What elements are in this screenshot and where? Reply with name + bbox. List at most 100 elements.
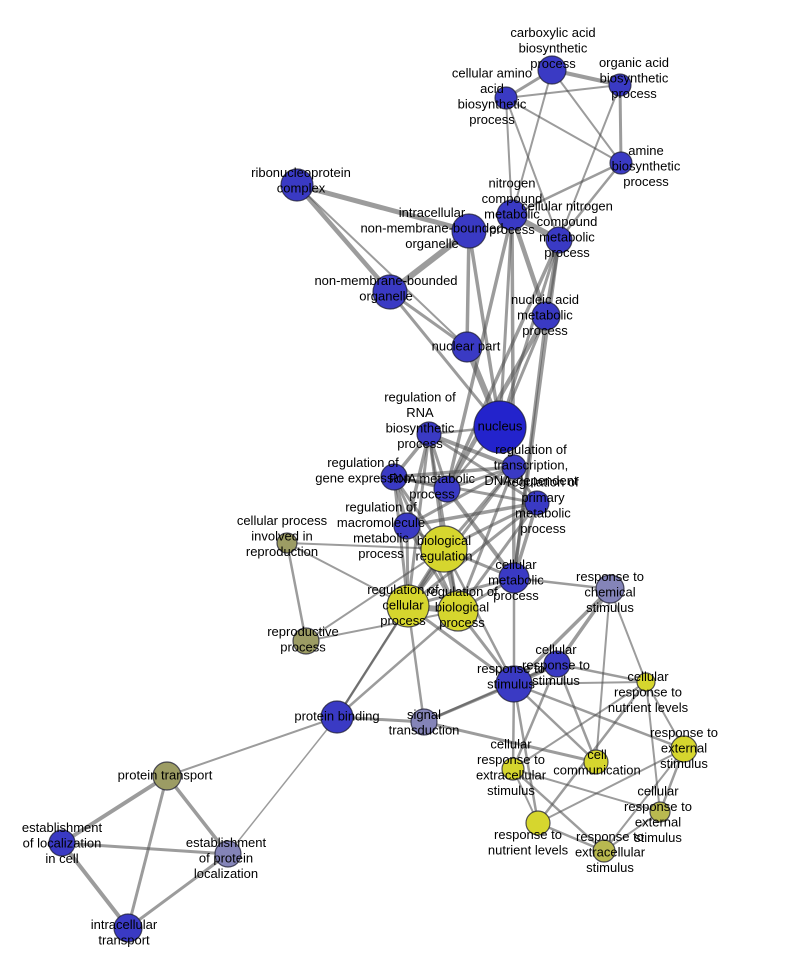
node-reproductive_process[interactable] [292, 627, 320, 655]
edge-carboxylic_acid_biosynthetic--nitrogen_compound_metabolic[interactable] [511, 69, 553, 216]
edge-resp_external--resp_nutrient[interactable] [537, 748, 685, 824]
edge-amine_biosynthetic--cellular_nitrogen_compound_metabolic[interactable] [557, 161, 623, 242]
node-nuclear_part[interactable] [451, 331, 483, 363]
edge-cellular_resp_extracellular--resp_extracellular[interactable] [511, 767, 606, 853]
node-reg_primary_metabolic[interactable] [524, 490, 550, 516]
edge-nucleic_acid_metabolic--cellular_metabolic[interactable] [512, 314, 548, 580]
edge-reg_macromolecule_metabolic--reg_primary_metabolic[interactable] [405, 501, 539, 528]
edge-protein_binding--reg_biological_process[interactable] [335, 609, 460, 719]
node-nmb_organelle[interactable] [372, 274, 408, 310]
node-cell_process_reproduction[interactable] [276, 532, 298, 554]
node-protein_binding[interactable] [320, 700, 354, 734]
edge-protein_transport--intracellular_transport[interactable] [126, 774, 169, 930]
node-reg_biological_process[interactable] [437, 590, 479, 632]
edge-intracellular_nmb_organelle--nuclear_part[interactable] [465, 229, 471, 349]
edge-cell_process_reproduction--reg_cellular_process[interactable] [286, 542, 409, 607]
node-resp_chemical[interactable] [595, 574, 625, 604]
edge-nmb_organelle--nucleus[interactable] [388, 290, 502, 429]
edge-resp_stimulus--cell_communication[interactable] [512, 682, 598, 764]
edge-cellular_amino_acid_biosynthetic--cellular_nitrogen_compound_metabolic[interactable] [505, 97, 560, 241]
node-reg_rna_biosynthetic[interactable] [416, 421, 442, 447]
node-reg_transcription_dna[interactable] [501, 454, 527, 480]
node-cellular_amino_acid_biosynthetic[interactable] [494, 86, 518, 110]
node-resp_stimulus[interactable] [495, 665, 533, 703]
edge-protein_transport--est_localization_in_cell[interactable] [60, 774, 169, 845]
edge-reproductive_process--reg_biological_process[interactable] [305, 610, 459, 642]
node-ribonucleoprotein_complex[interactable] [280, 168, 314, 202]
edge-reg_transcription_dna--reg_macromolecule_metabolic[interactable] [405, 465, 516, 528]
edge-resp_chemical--cellular_resp_nutrient[interactable] [609, 588, 647, 683]
edge-organic_acid_biosynthetic--cellular_nitrogen_compound_metabolic[interactable] [558, 84, 621, 241]
edge-cellular_amino_acid_biosynthetic--nitrogen_compound_metabolic[interactable] [505, 97, 513, 216]
node-reg_macromolecule_metabolic[interactable] [393, 512, 421, 540]
edge-organic_acid_biosynthetic--amine_biosynthetic[interactable] [618, 83, 623, 165]
node-cellular_resp_stimulus[interactable] [543, 650, 571, 678]
edge-cellular_resp_stimulus--resp_chemical[interactable] [555, 587, 612, 666]
edge-resp_external--resp_extracellular[interactable] [603, 748, 685, 852]
edge-cellular_resp_stimulus--cellular_resp_nutrient[interactable] [555, 662, 648, 684]
edge-carboxylic_acid_biosynthetic--amine_biosynthetic[interactable] [551, 69, 622, 164]
edge-resp_stimulus--cellular_resp_nutrient[interactable] [513, 681, 647, 685]
node-biological_regulation[interactable] [420, 525, 468, 573]
node-organic_acid_biosynthetic[interactable] [608, 73, 632, 97]
edge-ribonucleoprotein_complex--nmb_organelle[interactable] [294, 182, 393, 295]
node-resp_external[interactable] [670, 735, 698, 763]
node-nitrogen_compound_metabolic[interactable] [496, 199, 528, 231]
node-est_localization_in_cell[interactable] [48, 829, 76, 857]
edge-amine_biosynthetic--nitrogen_compound_metabolic[interactable] [510, 161, 623, 217]
edge-cellular_resp_nutrient--cellular_resp_extracellular[interactable] [512, 681, 647, 770]
edge-reg_cellular_process--resp_stimulus[interactable] [406, 604, 516, 686]
edge-resp_chemical--cellular_metabolic[interactable] [512, 576, 612, 591]
node-nucleic_acid_metabolic[interactable] [531, 301, 561, 331]
edge-intracellular_transport--est_protein_localization[interactable] [126, 852, 230, 930]
edge-cellular_resp_stimulus--cellular_resp_extracellular[interactable] [511, 662, 559, 771]
edge-reproductive_process--biological_regulation[interactable] [305, 548, 445, 642]
node-reg_gene_expression[interactable] [380, 463, 408, 491]
node-resp_nutrient[interactable] [525, 810, 551, 836]
node-amine_biosynthetic[interactable] [609, 151, 633, 175]
node-cell_communication[interactable] [583, 749, 609, 775]
edge-resp_stimulus--resp_nutrient[interactable] [512, 682, 540, 825]
node-intracellular_nmb_organelle[interactable] [451, 213, 487, 249]
node-cellular_resp_external[interactable] [649, 801, 671, 823]
edge-cellular_resp_extracellular--cellular_resp_external[interactable] [512, 768, 661, 813]
edge-signal_transduction--cell_communication[interactable] [422, 720, 598, 764]
edge-organic_acid_biosynthetic--cellular_amino_acid_biosynthetic[interactable] [505, 84, 621, 99]
edge-resp_stimulus--resp_chemical[interactable] [512, 587, 612, 686]
edge-biological_regulation--resp_stimulus[interactable] [442, 547, 516, 686]
node-cellular_resp_extracellular[interactable] [501, 757, 525, 781]
edge-cellular_nitrogen_compound_metabolic--nucleus[interactable] [498, 238, 561, 429]
node-est_protein_localization[interactable] [214, 840, 242, 868]
edge-cellular_amino_acid_biosynthetic--amine_biosynthetic[interactable] [505, 97, 622, 164]
edge-est_localization_in_cell--intracellular_transport[interactable] [60, 841, 130, 930]
node-resp_extracellular[interactable] [592, 839, 616, 863]
node-protein_transport[interactable] [152, 761, 182, 791]
edge-reg_gene_expression--reg_cellular_process[interactable] [392, 475, 410, 608]
node-nucleus[interactable] [473, 400, 527, 454]
edge-cellular_resp_stimulus--cell_communication[interactable] [555, 662, 598, 764]
node-cellular_nitrogen_compound_metabolic[interactable] [545, 226, 573, 254]
edge-reg_rna_biosynthetic--reg_transcription_dna[interactable] [427, 432, 516, 469]
edge-reg_primary_metabolic--reg_cellular_process[interactable] [406, 501, 539, 608]
edge-cell_process_reproduction--biological_regulation[interactable] [286, 542, 445, 550]
edge-ribonucleoprotein_complex--nuclear_part[interactable] [296, 184, 468, 348]
node-cellular_resp_nutrient[interactable] [636, 672, 656, 692]
node-reg_cellular_process[interactable] [386, 584, 430, 628]
node-intracellular_transport[interactable] [113, 913, 143, 943]
edge-cellular_resp_stimulus--signal_transduction[interactable] [422, 662, 559, 724]
edge-nitrogen_compound_metabolic--cellular_metabolic[interactable] [510, 213, 516, 580]
edge-rna_metabolic--cellular_metabolic[interactable] [445, 487, 516, 580]
edge-cellular_resp_nutrient--cellular_resp_external[interactable] [645, 681, 661, 813]
node-signal_transduction[interactable] [410, 708, 438, 736]
edge-protein_binding--protein_transport[interactable] [166, 716, 338, 777]
edge-est_protein_localization--protein_binding[interactable] [227, 716, 338, 855]
node-cellular_metabolic[interactable] [498, 562, 530, 594]
edge-protein_binding--biological_regulation[interactable] [336, 548, 445, 718]
edge-est_localization_in_cell--est_protein_localization[interactable] [60, 841, 230, 856]
node-carboxylic_acid_biosynthetic[interactable] [537, 55, 567, 85]
edge-protein_transport--est_protein_localization[interactable] [165, 774, 230, 856]
edge-ribonucleoprotein_complex--intracellular_nmb_organelle[interactable] [294, 182, 472, 234]
edge-reg_transcription_dna--reg_gene_expression[interactable] [392, 465, 516, 479]
edge-cell_process_reproduction--reproductive_process[interactable] [285, 541, 308, 643]
edge-cell_communication--resp_chemical[interactable] [595, 588, 611, 763]
